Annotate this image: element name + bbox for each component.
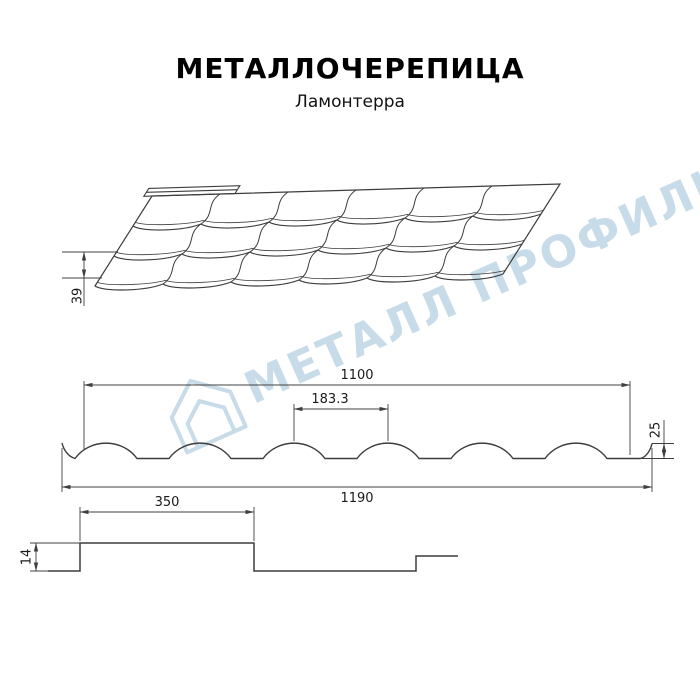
perspective-view: 39 (62, 176, 565, 306)
wave-trough-line (433, 186, 495, 276)
dimension-350: 350 (79, 495, 255, 541)
row-step-shadow (95, 270, 505, 285)
row-step-shadow (133, 210, 543, 225)
wave-trough-line (365, 188, 427, 278)
title-block: МЕТАЛЛОЧЕРЕПИЦА Ламонтерра (0, 52, 700, 112)
brand-logo-icon (169, 378, 248, 455)
dimension-1190: 1190 (61, 448, 653, 506)
wave-trough-line (297, 190, 359, 280)
dimension-14: 14 (20, 542, 80, 572)
page-title: МЕТАЛЛОЧЕРЕПИЦА (175, 52, 525, 85)
wave-trough-line (161, 194, 223, 284)
dimension-183: 183.3 (293, 392, 389, 441)
sheet-3d (84, 176, 565, 291)
dim-label-350: 350 (155, 495, 180, 510)
dimension-39: 39 (62, 251, 118, 306)
page-subtitle: Ламонтерра (295, 92, 405, 112)
row-step-shadow (114, 240, 524, 255)
dimension-1100: 1100 (83, 368, 631, 455)
step-profile (48, 542, 458, 572)
cross-section-view: 1100 183.3 25 1190 (61, 368, 674, 506)
dim-label-39: 39 (71, 288, 86, 305)
dim-label-183: 183.3 (311, 392, 348, 407)
dimension-25: 25 (640, 420, 674, 459)
longitudinal-view: 350 14 (20, 495, 458, 572)
dim-label-25: 25 (649, 422, 664, 439)
wave-trough-line (229, 192, 291, 282)
ridge-flange-line (146, 190, 237, 193)
logo-roof (185, 399, 237, 449)
dim-label-1190: 1190 (340, 491, 373, 506)
dim-label-14: 14 (20, 549, 35, 566)
wave-profile (61, 442, 653, 460)
logo-pentagon (169, 378, 248, 455)
dim-label-1100: 1100 (340, 368, 373, 383)
watermark-text: МЕТАЛЛ ПРОФИЛЬ (237, 154, 700, 414)
